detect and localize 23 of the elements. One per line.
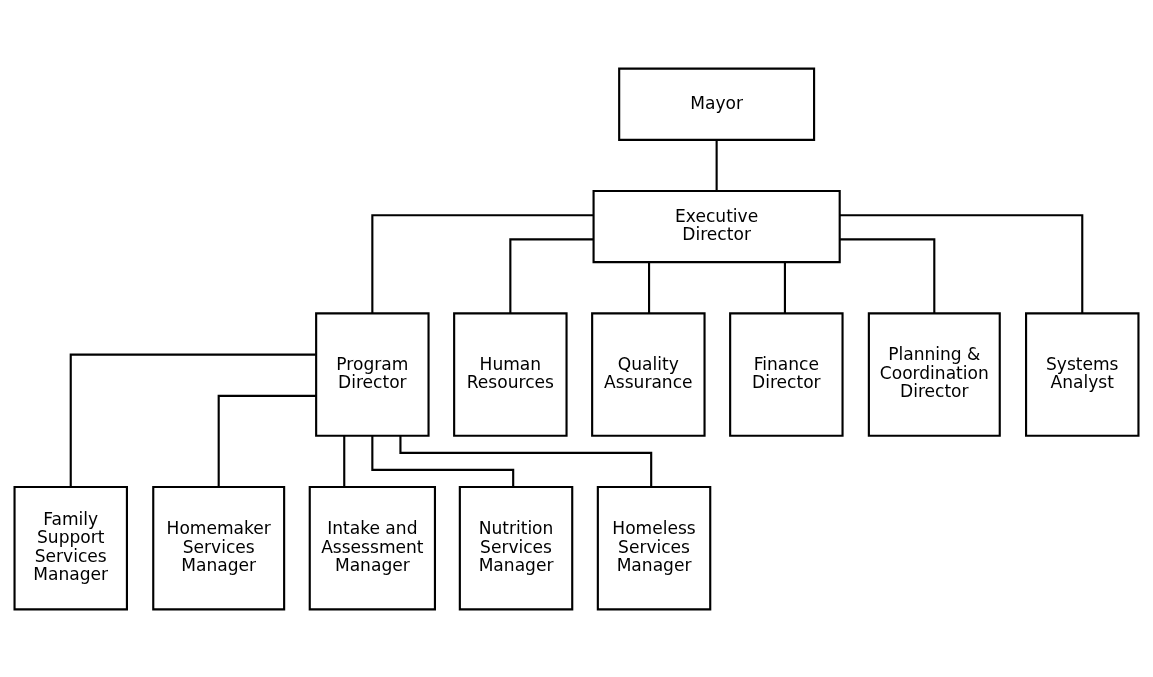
node-box: Human Resources	[453, 311, 568, 437]
connector	[839, 213, 1084, 313]
connector	[783, 261, 786, 313]
connector	[648, 261, 651, 313]
node-box: Mayor	[618, 67, 816, 141]
connector	[217, 394, 316, 487]
node-box: Program Director	[315, 311, 430, 437]
connector	[715, 139, 718, 191]
node-box: Quality Assurance	[591, 311, 706, 437]
node-box: Family Support Services Manager	[13, 485, 128, 610]
node-box: Finance Director	[729, 311, 844, 437]
connector	[840, 237, 936, 313]
connector	[343, 435, 346, 487]
node-box: Homeless Services Manager	[596, 485, 712, 610]
node-box: Homemaker Services Manager	[152, 485, 286, 610]
connector	[69, 353, 316, 487]
node-box: Nutrition Services Manager	[458, 485, 574, 610]
node-box: Intake and Assessment Manager	[308, 485, 436, 610]
connector	[509, 237, 594, 313]
node-box: Executive Director	[592, 189, 841, 263]
node-box: Systems Analyst	[1025, 311, 1140, 437]
connector	[371, 213, 594, 313]
node-box: Planning & Coordination Director	[867, 311, 1001, 437]
